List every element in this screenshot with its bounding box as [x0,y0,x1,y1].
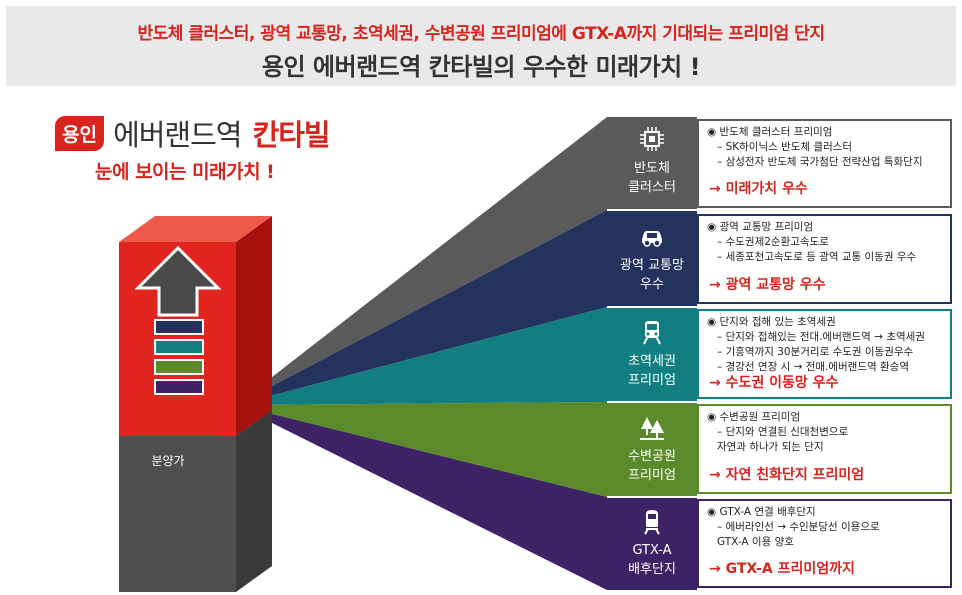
detail-item: 단지와 접해있는 전대.에버랜드역 → 초역세권 [725,331,925,343]
detail-result: → 수도권 이동망 우수 [709,375,839,391]
detail-heading: 광역 교통망 프리미엄 [719,221,814,233]
price-block [119,410,272,592]
panel-label-text: 수변공원 프리미엄 [628,449,676,483]
train-icon [638,318,666,346]
panel-label-transport: 광역 교통망 우수 [607,222,697,294]
car-icon [638,222,666,250]
detail-result: → 자연 친화단지 프리미엄 [709,467,865,483]
top-banner: 반도체 클러스터, 광역 교통망, 초역세권, 수변공원 프리미엄에 GTX-A… [6,6,956,86]
detail-result: → 미래가치 우수 [709,181,808,197]
ray-transport [236,210,697,405]
banner-headline: 반도체 클러스터, 광역 교통망, 초역세권, 수변공원 프리미엄에 GTX-A… [137,24,825,44]
detail-semiconductor: ◉ 반도체 클러스터 프리미엄 – SK하이닉스 반도체 클러스터 – 삼성전자… [697,119,952,208]
detail-item: 경강선 연장 시 → 전매.에버랜드역 환승역 [725,361,909,373]
panel-label-text: 광역 교통망 우수 [620,258,684,292]
chip-icon [638,125,666,153]
detail-result: → GTX-A 프리미엄까지 [709,561,855,577]
banner-title: 용인 에버랜드역 칸타빌의 우수한 미래가치 ! [261,53,701,81]
price-label: 분양가 [151,454,185,468]
ray-park [236,402,697,497]
detail-transport: ◉ 광역 교통망 프리미엄 – 수도권제2순환고속도로 – 세종포천고속도로 등… [697,214,952,304]
ray-station [236,307,697,405]
project-name: 에버랜드역 [113,118,242,152]
panel-label-gtx: GTX-A 배후단지 [607,507,697,579]
brand-name: 칸타빌 [252,118,331,152]
growth-arrow-icon [134,245,222,395]
region-badge: 용인 [55,115,104,151]
panel-label-station: 초역세권 프리미엄 [607,318,697,390]
detail-heading: GTX-A 연결 배후단지 [719,506,816,518]
gtx-train-icon [638,507,666,535]
ray-gtx [236,405,697,590]
detail-heading: 단지와 접해 있는 초역세권 [719,316,836,328]
detail-item: 에버라인선 → 수인분당선 이용으로 GTX-A 이용 양호 [717,521,880,548]
detail-item: 세종포천고속도로 등 광역 교통 이동권 우수 [725,251,917,263]
project-title: 용인 에버랜드역 칸타빌 [55,112,331,154]
panel-label-semiconductor: 반도체 클러스터 [607,125,697,197]
detail-heading: 수변공원 프리미엄 [719,411,801,423]
detail-item: 기흥역까지 30분거리로 수도권 이동권우수 [725,346,914,358]
panel-label-text: 초역세권 프리미엄 [628,354,676,388]
detail-heading: 반도체 클러스터 프리미엄 [719,126,833,138]
detail-park: ◉ 수변공원 프리미엄 – 단지와 연결된 신대천변으로 자연과 하나가 되는 … [697,404,952,494]
panel-label-text: GTX-A 배후단지 [628,543,676,577]
tree-icon [638,413,666,441]
detail-item: 삼성전자 반도체 국가첨단 전략산업 특화단지 [725,156,923,168]
project-subtitle: 눈에 보이는 미래가치 ! [95,161,275,183]
panel-label-park: 수변공원 프리미엄 [607,413,697,485]
detail-station: ◉ 단지와 접해 있는 초역세권 – 단지와 접해있는 전대.에버랜드역 → 초… [697,309,952,399]
panel-label-text: 반도체 클러스터 [628,161,676,195]
ray-semiconductor [236,117,697,405]
detail-item: SK하이닉스 반도체 클러스터 [725,141,853,153]
detail-gtx: ◉ GTX-A 연결 배후단지 – 에버라인선 → 수인분당선 이용으로 GTX… [697,499,952,588]
detail-result: → 광역 교통망 우수 [709,277,826,293]
detail-item: 수도권제2순환고속도로 [725,236,829,248]
detail-item: 단지와 연결된 신대천변으로 자연과 하나가 되는 단지 [717,426,849,453]
